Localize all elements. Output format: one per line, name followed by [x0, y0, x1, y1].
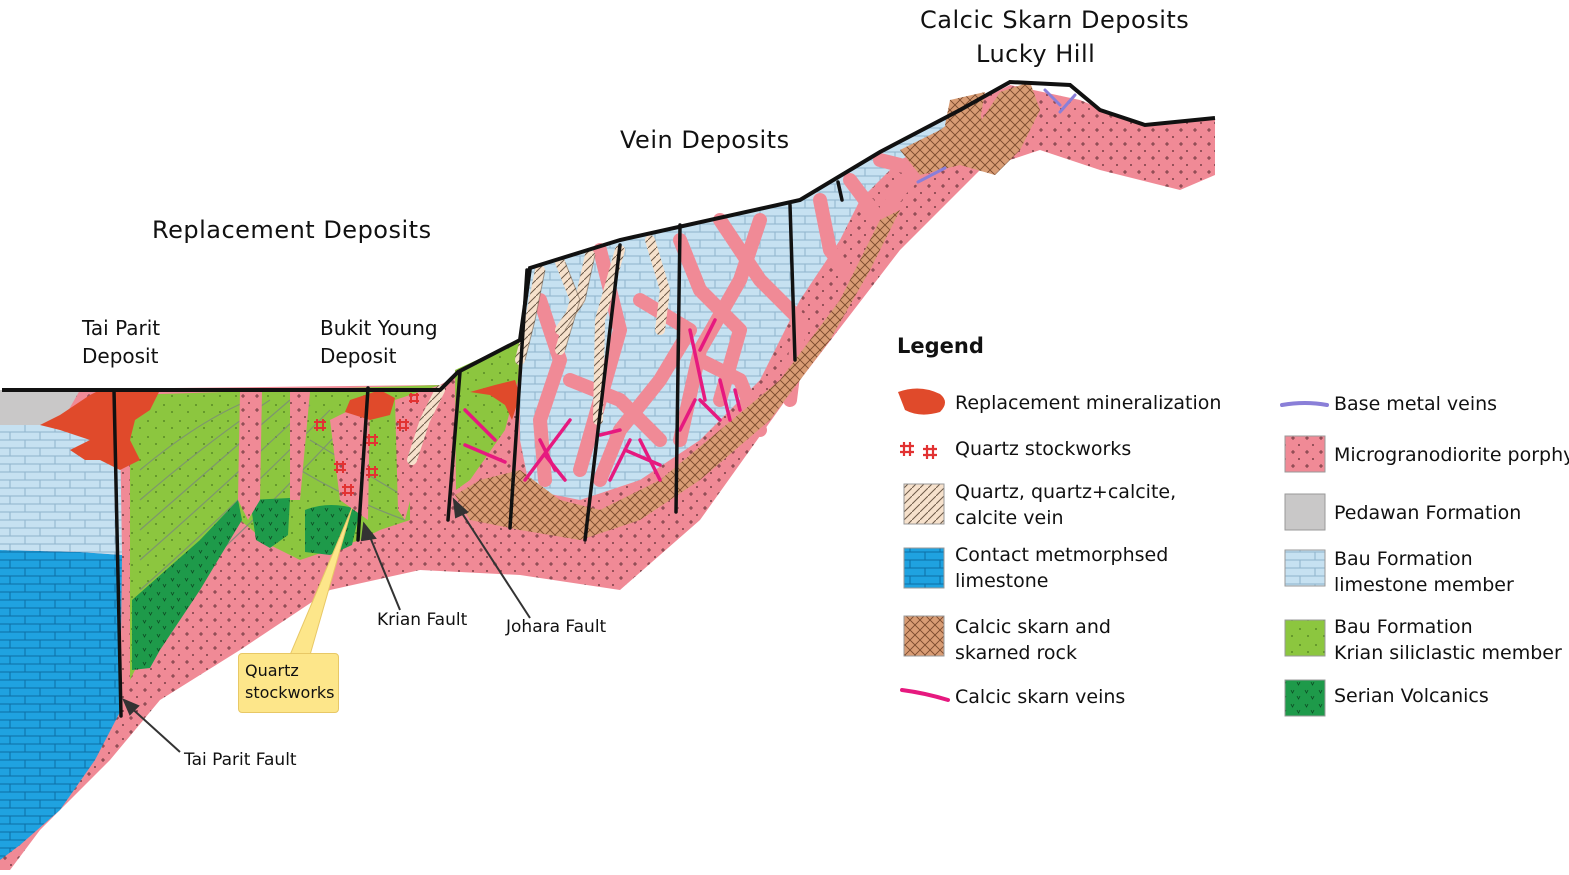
contact-metamorphosed-limestone	[0, 550, 122, 860]
pink-plus-swatch	[1285, 436, 1325, 472]
legend-label-replacement: Replacement mineralization	[955, 390, 1221, 416]
legend-label-skarn-veins: Calcic skarn veins	[955, 684, 1125, 710]
krian-fault-label: Krian Fault	[377, 610, 467, 630]
tai-parit-fault-label: Tai Parit Fault	[184, 750, 297, 770]
legend-label-bau-lime-2: limestone member	[1334, 572, 1514, 598]
tai-parit-label-1: Tai Parit	[82, 314, 160, 342]
vein-deposits-title: Vein Deposits	[620, 126, 790, 154]
vein-hatch-swatch	[904, 484, 944, 524]
grey-swatch	[1285, 494, 1325, 530]
legend-label-skarn-2: skarned rock	[955, 640, 1077, 666]
legend-label-skarn-1: Calcic skarn and	[955, 614, 1111, 640]
legend-label-bau-lime-1: Bau Formation	[1334, 546, 1473, 572]
legend-label-pedawan: Pedawan Formation	[1334, 500, 1521, 526]
legend-label-porphyry: Microgranodiorite porphyry	[1334, 442, 1569, 468]
bukit-young-label-1: Bukit Young	[320, 314, 438, 342]
tai-parit-label-2: Deposit	[82, 342, 158, 370]
purple-vein-swatch	[1282, 403, 1327, 405]
replacement-deposits-title: Replacement Deposits	[152, 216, 432, 244]
magenta-vein-swatch	[902, 690, 948, 700]
legend-label-contact-2: limestone	[955, 568, 1048, 594]
legend-label-quartz-vein-1: Quartz, quartz+calcite,	[955, 479, 1176, 505]
legend-label-contact-1: Contact metmorphsed	[955, 542, 1168, 568]
blue-brick-swatch	[904, 548, 944, 588]
legend-label-serian: Serian Volcanics	[1334, 683, 1489, 709]
lucky-hill-title: Lucky Hill	[976, 40, 1095, 68]
legend-label-bau-krian-1: Bau Formation	[1334, 614, 1473, 640]
porphyry-dyke-1	[238, 390, 262, 520]
stockwork-swatch	[900, 442, 937, 459]
calcic-skarn-title: Calcic Skarn Deposits	[920, 6, 1189, 34]
legend-label-stockworks: Quartz stockworks	[955, 436, 1131, 462]
callout-line-1: Quartz	[245, 660, 332, 682]
legend-label-base-metal: Base metal veins	[1334, 391, 1497, 417]
bukit-young-label-2: Deposit	[320, 342, 396, 370]
replacement-swatch	[898, 388, 945, 414]
callout-line-2: stockworks	[245, 682, 332, 704]
legend-title: Legend	[897, 334, 984, 358]
legend-label-bau-krian-2: Krian siliclastic member	[1334, 640, 1562, 666]
quartz-stockworks-callout: Quartz stockworks	[238, 653, 339, 713]
crosshatch-swatch	[904, 616, 944, 656]
dark-green-swatch	[1285, 680, 1325, 716]
johara-fault-label: Johara Fault	[506, 617, 606, 637]
legend-label-quartz-vein-2: calcite vein	[955, 505, 1064, 531]
pale-brick-swatch	[1285, 550, 1325, 586]
green-dot-swatch	[1285, 620, 1325, 656]
